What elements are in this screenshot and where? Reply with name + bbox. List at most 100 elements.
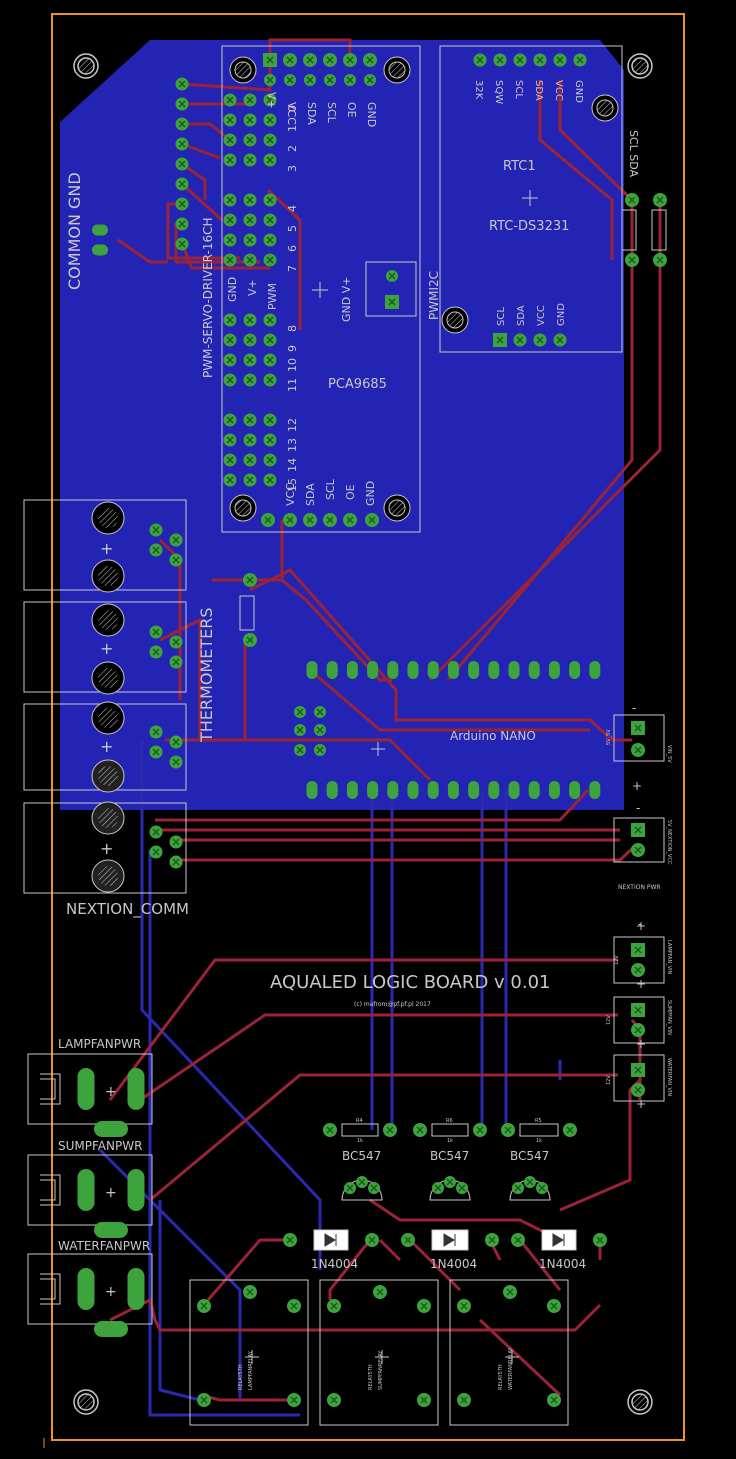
pca-left-label: PWM	[266, 283, 279, 310]
arduino-pin	[468, 661, 480, 679]
diode-symbol	[443, 1233, 456, 1247]
pca-top-label: SCL	[325, 102, 338, 124]
diode-label: 1N4004	[430, 1257, 477, 1271]
plus-sign: +	[100, 737, 113, 756]
plus-sign: +	[105, 1185, 117, 1201]
resistor-value: 1k	[536, 1138, 542, 1144]
connector-label: 5V_5V	[606, 729, 612, 745]
pca-channel-label: 11	[286, 378, 299, 392]
board-outline	[51, 13, 685, 1441]
pca-bottom-label: OE	[344, 484, 357, 500]
pca-channel-label: 3	[286, 165, 299, 172]
connector-label: LAMPFAN_VIN	[666, 940, 672, 975]
rtc-top-label: SDA	[533, 80, 544, 101]
board-title: AQUALED LOGIC BOARD v 0.01	[270, 972, 550, 993]
pca-channel-label: 13	[286, 438, 299, 452]
terminal-screw-hatch	[98, 866, 118, 886]
arduino-pin	[407, 781, 419, 799]
arduino-pin	[569, 661, 581, 679]
pca-pads	[92, 53, 399, 527]
arduino-pin	[407, 661, 419, 679]
arduino-pin	[508, 781, 520, 799]
arduino-pin	[427, 781, 439, 799]
fan-lock	[40, 1174, 61, 1206]
arduino-pin	[548, 781, 560, 799]
arduino-pin	[387, 661, 399, 679]
rtc-top-label: SQW	[493, 80, 504, 104]
arduino-pin	[427, 661, 439, 679]
pca-channel-label: 15	[286, 478, 299, 492]
pca-bottom-label: GND	[364, 481, 377, 506]
resistor-body	[341, 1123, 379, 1137]
pca-top-label: V+	[265, 92, 278, 109]
pwm12c-label: PWMI2C	[427, 271, 441, 320]
plus-sign: +	[100, 839, 113, 858]
connector-label: SUMPFAN_VIN	[666, 1000, 672, 1035]
rtc-outline	[439, 45, 623, 353]
connector-label: WATERFAN_VIN	[666, 1058, 672, 1096]
diode-symbol	[324, 1233, 337, 1247]
diode-label: 1N4004	[539, 1257, 586, 1271]
common-gnd-pad	[92, 224, 108, 236]
fan-label: SUMPFANPWR	[58, 1139, 142, 1153]
right-connectors	[613, 714, 665, 1102]
arduino-pads	[294, 661, 601, 799]
terminal-screw-hatch	[98, 668, 118, 688]
pca-bottom-label: SCL	[324, 478, 337, 500]
pca-channel-label: 2	[286, 145, 299, 152]
fan-pin	[77, 1068, 95, 1110]
fan-pin	[127, 1068, 145, 1110]
terminal-screw-hatch	[98, 708, 118, 728]
pca-channel-label: 10	[286, 358, 299, 372]
arduino-pin	[326, 661, 338, 679]
fan-pin	[127, 1268, 145, 1310]
relay-type: RELAY5TH	[368, 1364, 374, 1390]
arduino-pin	[468, 781, 480, 799]
pca-channel-label: 0	[286, 105, 299, 112]
rtc-bottom-label: GND	[556, 303, 567, 326]
pca-top-label: SDA	[305, 102, 318, 125]
plus-sign: +	[636, 1097, 646, 1111]
arduino-pin	[387, 781, 399, 799]
fan-connectors	[27, 1053, 153, 1325]
plus-sign: +	[105, 1084, 117, 1100]
common-gnd-label: COMMON GND	[65, 172, 84, 290]
fan-pin	[94, 1321, 128, 1337]
terminal-screw-hatch	[98, 766, 118, 786]
plus-sign: +	[636, 977, 646, 991]
ground-pour	[60, 40, 624, 810]
arduino-pin	[528, 661, 540, 679]
arduino-pin	[306, 661, 318, 679]
nextion-comm-label: NEXTION_COMM	[66, 900, 189, 919]
arduino-pin	[367, 661, 379, 679]
fan-pin	[94, 1121, 128, 1137]
relay-name: WATERFANRELAY	[508, 1346, 514, 1390]
board-copyright: (c) mafrom@pf.pf.pl 2017	[354, 1001, 431, 1008]
pca-bottom-label: VCC	[284, 483, 297, 506]
pwm12c-connector-outline	[365, 261, 417, 317]
rtc-top-label: VCC	[553, 80, 564, 101]
arduino-pin	[528, 781, 540, 799]
resistor-body	[431, 1123, 469, 1137]
pca-top-label: GND	[365, 102, 378, 127]
pca9685-outline	[221, 45, 421, 533]
mounting-holes	[73, 53, 653, 1415]
rtc-name-label: RTC1	[503, 159, 536, 174]
plus-sign: +	[100, 539, 113, 558]
nextion-pwr-label: NEXTION PWR	[618, 884, 661, 891]
fan-pin	[77, 1169, 95, 1211]
connector-label: 12V	[614, 955, 620, 965]
rtc-model-label: RTC-DS3231	[489, 219, 569, 234]
fan-pin	[94, 1222, 128, 1238]
terminal-screw-hatch	[98, 566, 118, 586]
pca-channel-label: 7	[286, 265, 299, 272]
connector-label: 12V	[606, 1015, 612, 1025]
connector-label: 5V_NEXTION_VCC	[666, 820, 672, 865]
pullup-resistor	[621, 209, 637, 251]
fan-pin	[127, 1169, 145, 1211]
terminal-screws: ++++	[91, 501, 257, 893]
fan-lock	[40, 1273, 61, 1305]
